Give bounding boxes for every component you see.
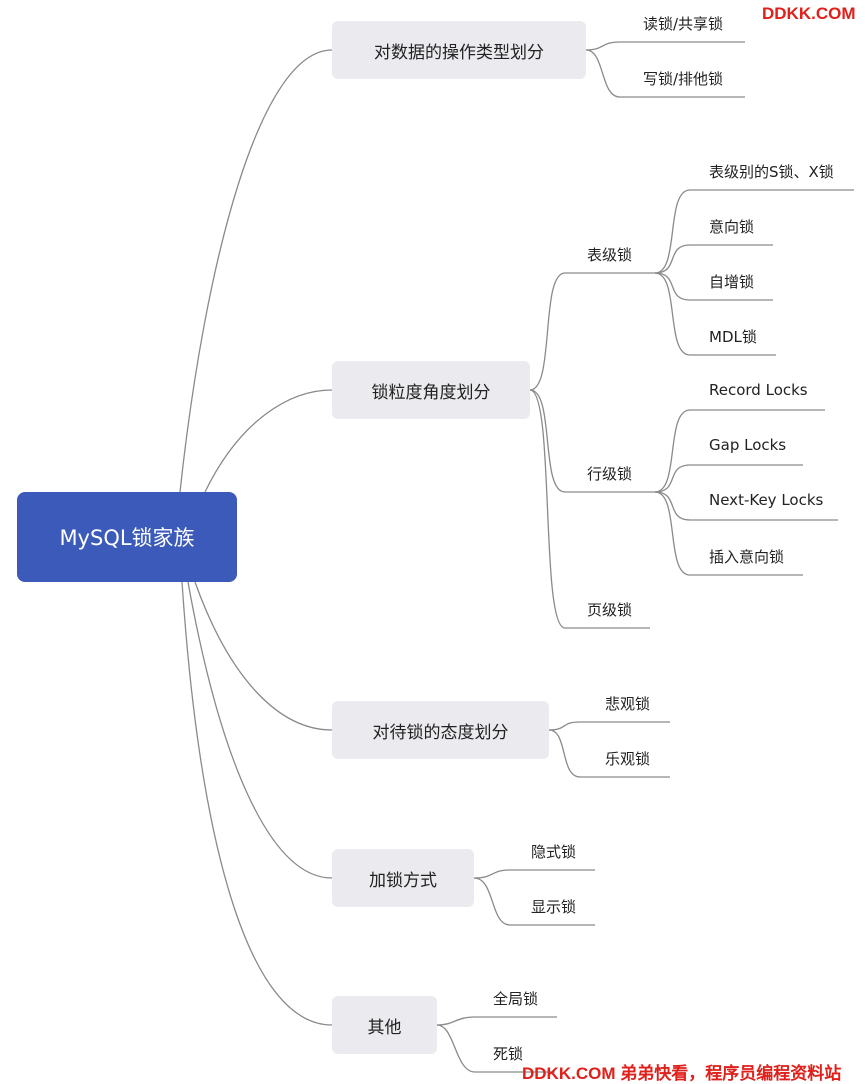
leaf-record-locks: Record Locks xyxy=(709,381,808,399)
leaf-write-lock: 写锁/排他锁 xyxy=(643,70,724,88)
leaf-optimistic-lock: 乐观锁 xyxy=(605,750,651,768)
watermark-bottom: DDKK.COM 弟弟快看，程序员编程资料站 xyxy=(522,1064,842,1083)
group-row-lock: 行级锁 xyxy=(587,465,633,483)
branch-operation-type: 对数据的操作类型划分 xyxy=(332,21,586,79)
group-table-lock: 表级锁 xyxy=(587,246,633,264)
leaf-table-sx-lock: 表级别的S锁、X锁 xyxy=(709,163,834,181)
branch-attitude: 对待锁的态度划分 xyxy=(332,701,549,759)
leaf-mdl-lock: MDL锁 xyxy=(709,328,757,346)
leaf-insert-intention-lock: 插入意向锁 xyxy=(709,548,785,566)
leaf-next-key-locks: Next-Key Locks xyxy=(709,491,824,509)
branch-other: 其他 xyxy=(332,996,437,1054)
leaf-gap-locks: Gap Locks xyxy=(709,436,787,454)
leaf-global-lock: 全局锁 xyxy=(493,990,539,1008)
branch-locking-method: 加锁方式 xyxy=(332,849,474,907)
leaf-read-lock: 读锁/共享锁 xyxy=(643,15,724,33)
branch-granularity: 锁粒度角度划分 xyxy=(332,361,530,419)
leaf-intention-lock: 意向锁 xyxy=(709,218,755,236)
root-node: MySQL锁家族 xyxy=(17,492,237,582)
leaf-pessimistic-lock: 悲观锁 xyxy=(605,695,651,713)
group-page-lock: 页级锁 xyxy=(587,601,633,619)
leaf-implicit-lock: 隐式锁 xyxy=(531,843,577,861)
leaf-deadlock: 死锁 xyxy=(493,1045,524,1063)
watermark-top: DDKK.COM xyxy=(762,4,856,23)
leaf-explicit-lock: 显示锁 xyxy=(531,898,577,916)
leaf-auto-inc-lock: 自增锁 xyxy=(709,273,755,291)
